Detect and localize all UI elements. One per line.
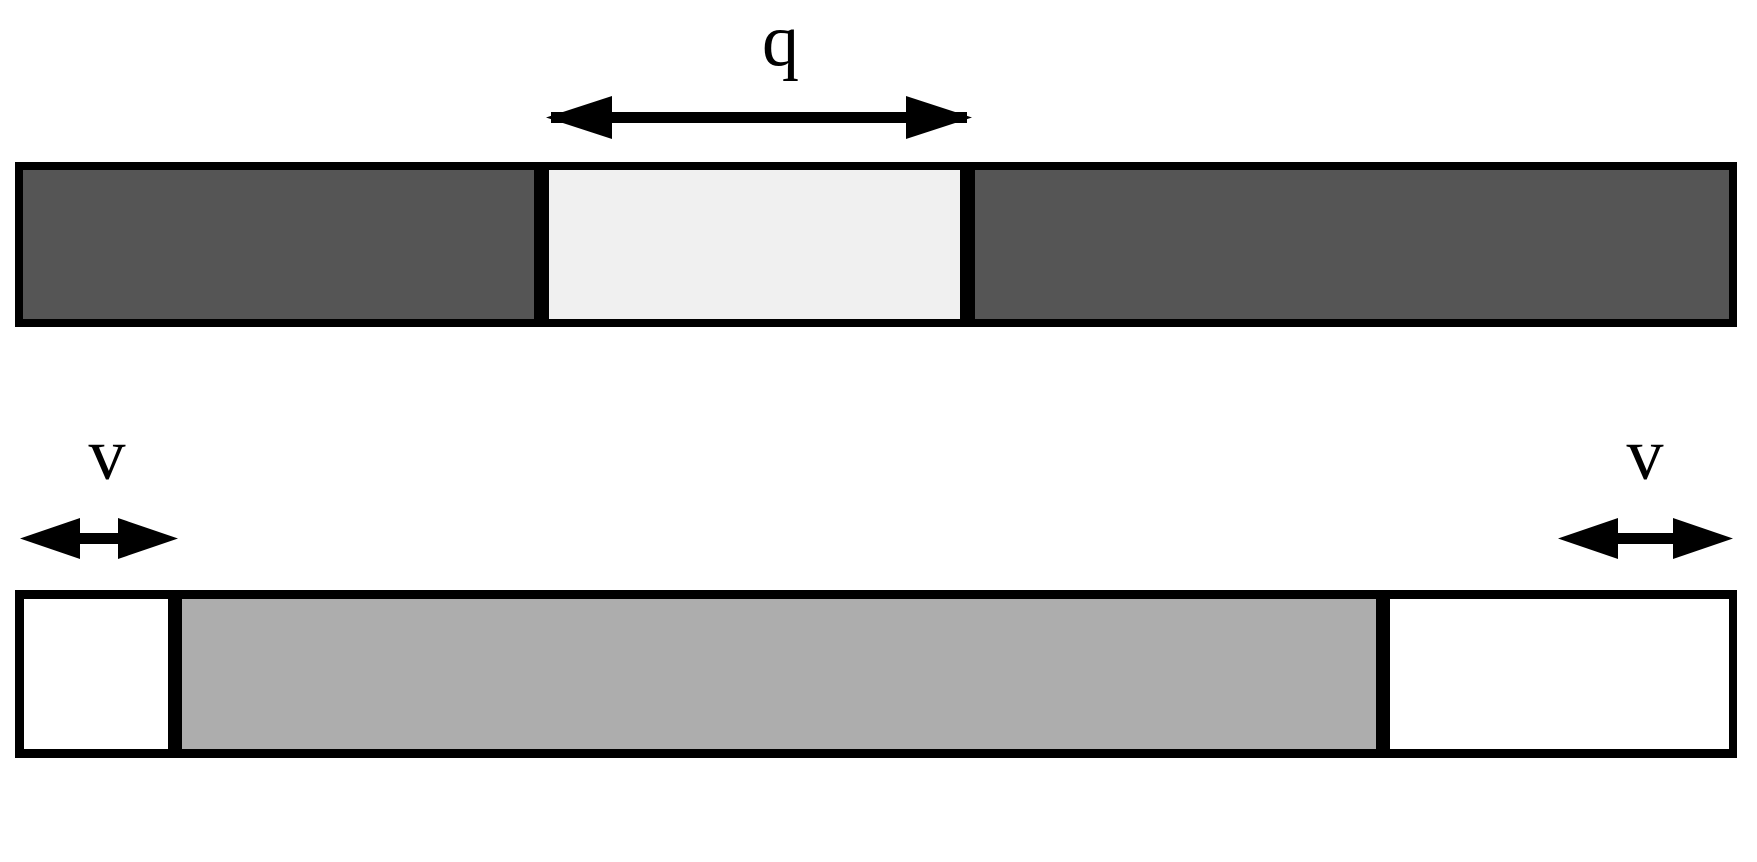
label-v-left: v — [88, 414, 126, 496]
arrow-v-right-head-right — [1673, 518, 1733, 559]
arrow-q — [546, 96, 972, 139]
arrow-q-shaft — [551, 112, 967, 123]
arrow-v-left — [20, 518, 178, 559]
arrow-q-head-right — [906, 96, 972, 139]
top-bar-left-dark-segment — [23, 170, 534, 319]
label-q: q — [762, 0, 799, 82]
label-v-right: v — [1626, 414, 1664, 496]
arrow-v-left-shaft — [70, 533, 128, 544]
top-bar — [15, 162, 1737, 327]
arrow-v-right — [1558, 518, 1733, 559]
arrow-v-left-head-right — [118, 518, 178, 559]
arrow-q-head-left — [546, 96, 612, 139]
arrow-v-left-head-left — [20, 518, 80, 559]
bottom-bar — [15, 590, 1737, 758]
arrow-v-right-head-left — [1558, 518, 1618, 559]
bottom-bar-right-white-cell — [1390, 599, 1729, 749]
top-bar-center-light-segment — [549, 170, 960, 319]
top-bar-right-dark-segment — [975, 170, 1729, 319]
arrow-v-right-shaft — [1615, 533, 1673, 544]
bottom-bar-center-gray-segment — [182, 599, 1376, 749]
bottom-bar-left-white-cell — [24, 599, 168, 749]
